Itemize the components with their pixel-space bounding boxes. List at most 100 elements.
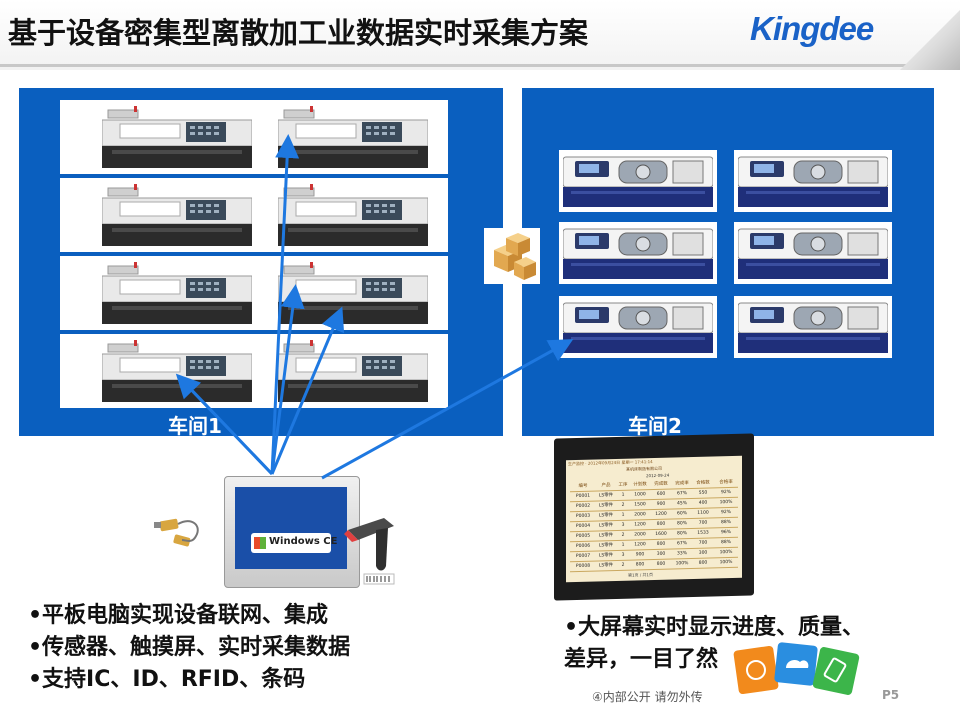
screen-table-cell: 2	[621, 502, 625, 508]
big-screen-frame: 生产监控 · 2012年09月24日 星期一 17:41:14 某机床制造有限公…	[554, 433, 754, 601]
screen-table-cell: 合格数	[696, 480, 710, 486]
cnc-machine-icon	[562, 225, 714, 285]
screen-table-cell: P0002	[575, 503, 591, 510]
screen-table-cell: P0001	[575, 493, 591, 500]
screen-table-cell: 1200	[655, 511, 667, 517]
screen-table-cell: 300	[698, 550, 708, 556]
screen-table-cell: 92%	[720, 509, 731, 516]
confidentiality-note: ④内部公开 请勿外传	[592, 690, 703, 704]
screen-table-cell: LS零件	[598, 513, 614, 519]
cnc-machine-icon	[101, 106, 253, 174]
screen-table-cell: 67%	[676, 491, 687, 497]
screen-table-cell: 100%	[719, 559, 733, 566]
workshop-1-label: 车间1	[168, 414, 222, 438]
screen-table-cell: P0007	[575, 553, 591, 560]
right-bullet-list: •大屏幕实时显示进度、质量、 差异，一目了然	[564, 612, 864, 676]
cnc-machine-icon	[562, 299, 714, 359]
screen-table-cell: P0003	[575, 513, 591, 520]
screen-table-cell: 900	[656, 501, 666, 507]
screen-table-cell: 96%	[720, 529, 731, 536]
panel-pc: Windows CE	[224, 476, 360, 588]
screen-table-cell: 60%	[676, 511, 687, 517]
screen-table-cell: 1100	[697, 510, 709, 516]
screen-table-cell: 工序	[618, 482, 628, 488]
windows-flag-icon	[254, 537, 266, 549]
cnc-machine-icon	[737, 299, 889, 359]
right-bullet-1: •大屏幕实时显示进度、质量、	[564, 615, 865, 640]
windows-ce-label: Windows CE	[269, 536, 338, 547]
screen-table-cell: 完成数	[654, 481, 668, 487]
screen-date-text: 2012-09-24	[646, 472, 670, 479]
screen-table-cell: 400	[698, 500, 708, 506]
screen-table-cell: LS零件	[598, 503, 614, 509]
cnc-machine-card	[559, 222, 717, 284]
screen-table-cell: 88%	[720, 519, 731, 526]
screen-table-cell: 800	[635, 562, 645, 568]
cnc-machine-icon	[737, 153, 889, 213]
screen-table-cell: 1500	[634, 502, 646, 508]
screen-table-cell: 1	[621, 492, 625, 498]
screen-table-cell: 编号	[578, 483, 588, 489]
screen-table-cell: 1200	[634, 522, 646, 528]
screen-table-cell: 完成率	[675, 481, 689, 487]
screen-table-cell: 1600	[655, 531, 667, 537]
screen-table-cell: P0005	[575, 533, 591, 540]
screen-table-cell: 700	[698, 520, 708, 526]
title-underline	[0, 64, 910, 67]
sensor-icon	[152, 506, 212, 556]
screen-table-cell: P0006	[575, 543, 591, 550]
screen-table-cell: 67%	[676, 541, 687, 547]
screen-table-cell: 2	[621, 562, 625, 568]
boxes-icon	[484, 228, 540, 284]
barcode-scanner-icon	[344, 512, 408, 592]
screen-table-cell: P0008	[575, 563, 591, 570]
screen-table-cell: 1200	[634, 542, 646, 548]
screen-table-cell: 45%	[676, 501, 687, 507]
page-number: P5	[882, 688, 900, 702]
screen-table-cell: 1	[621, 542, 625, 548]
cnc-machine-card	[734, 150, 892, 212]
cnc-machine-icon	[277, 106, 429, 174]
cnc-machine-icon	[277, 262, 429, 330]
cnc-machine-icon	[101, 340, 253, 408]
cnc-machine-card	[734, 222, 892, 284]
cnc-machine-card	[734, 296, 892, 358]
screen-table-cell: 1	[621, 512, 625, 518]
right-bullet-2: 差异，一目了然	[564, 647, 719, 672]
screen-table-cell: 80%	[676, 521, 687, 527]
screen-table-cell: 产品	[601, 483, 611, 489]
cnc-machine-icon	[737, 225, 889, 285]
screen-table-cell: 1533	[697, 530, 709, 536]
screen-table-cell: 800	[656, 561, 666, 567]
left-bullet-1: •平板电脑实现设备联网、集成	[28, 603, 329, 628]
left-bullet-3: •支持IC、ID、RFID、条码	[28, 667, 306, 692]
screen-table-cell: 80%	[676, 531, 687, 537]
screen-table-cell: 100%	[675, 561, 689, 567]
screen-table-cell: 800	[656, 541, 666, 547]
screen-table-cell: 550	[698, 490, 708, 496]
screen-table-cell: P0004	[575, 523, 591, 530]
screen-table-cell: 92%	[720, 489, 731, 496]
screen-table-cell: 计划数	[633, 482, 647, 488]
panel-pc-screen: Windows CE	[235, 487, 347, 569]
screen-table-cell: 800	[698, 560, 708, 566]
screen-footer-text: 第1页 / 共1页	[628, 572, 653, 578]
cnc-machine-icon	[101, 262, 253, 330]
cnc-machine-icon	[101, 184, 253, 252]
big-screen-display: 生产监控 · 2012年09月24日 星期一 17:41:14 某机床制造有限公…	[566, 455, 742, 583]
kingdee-logo: Kingdee	[750, 10, 874, 47]
screen-table-cell: 800	[656, 521, 666, 527]
screen-table-cell: 3	[621, 522, 625, 528]
screen-table-cell: 合格率	[719, 479, 733, 486]
cnc-machine-card	[559, 150, 717, 212]
screen-table-cell: LS零件	[598, 563, 614, 569]
screen-table-cell: 100%	[719, 549, 733, 556]
screen-table-cell: 33%	[676, 551, 687, 557]
cnc-machine-icon	[562, 153, 714, 213]
screen-table-cell: LS零件	[598, 533, 614, 539]
screen-table-cell: LS零件	[598, 543, 614, 549]
app-cubes-decoration	[730, 630, 870, 700]
left-bullet-2: •传感器、触摸屏、实时采集数据	[28, 635, 351, 660]
screen-table-cell: LS零件	[598, 493, 614, 499]
